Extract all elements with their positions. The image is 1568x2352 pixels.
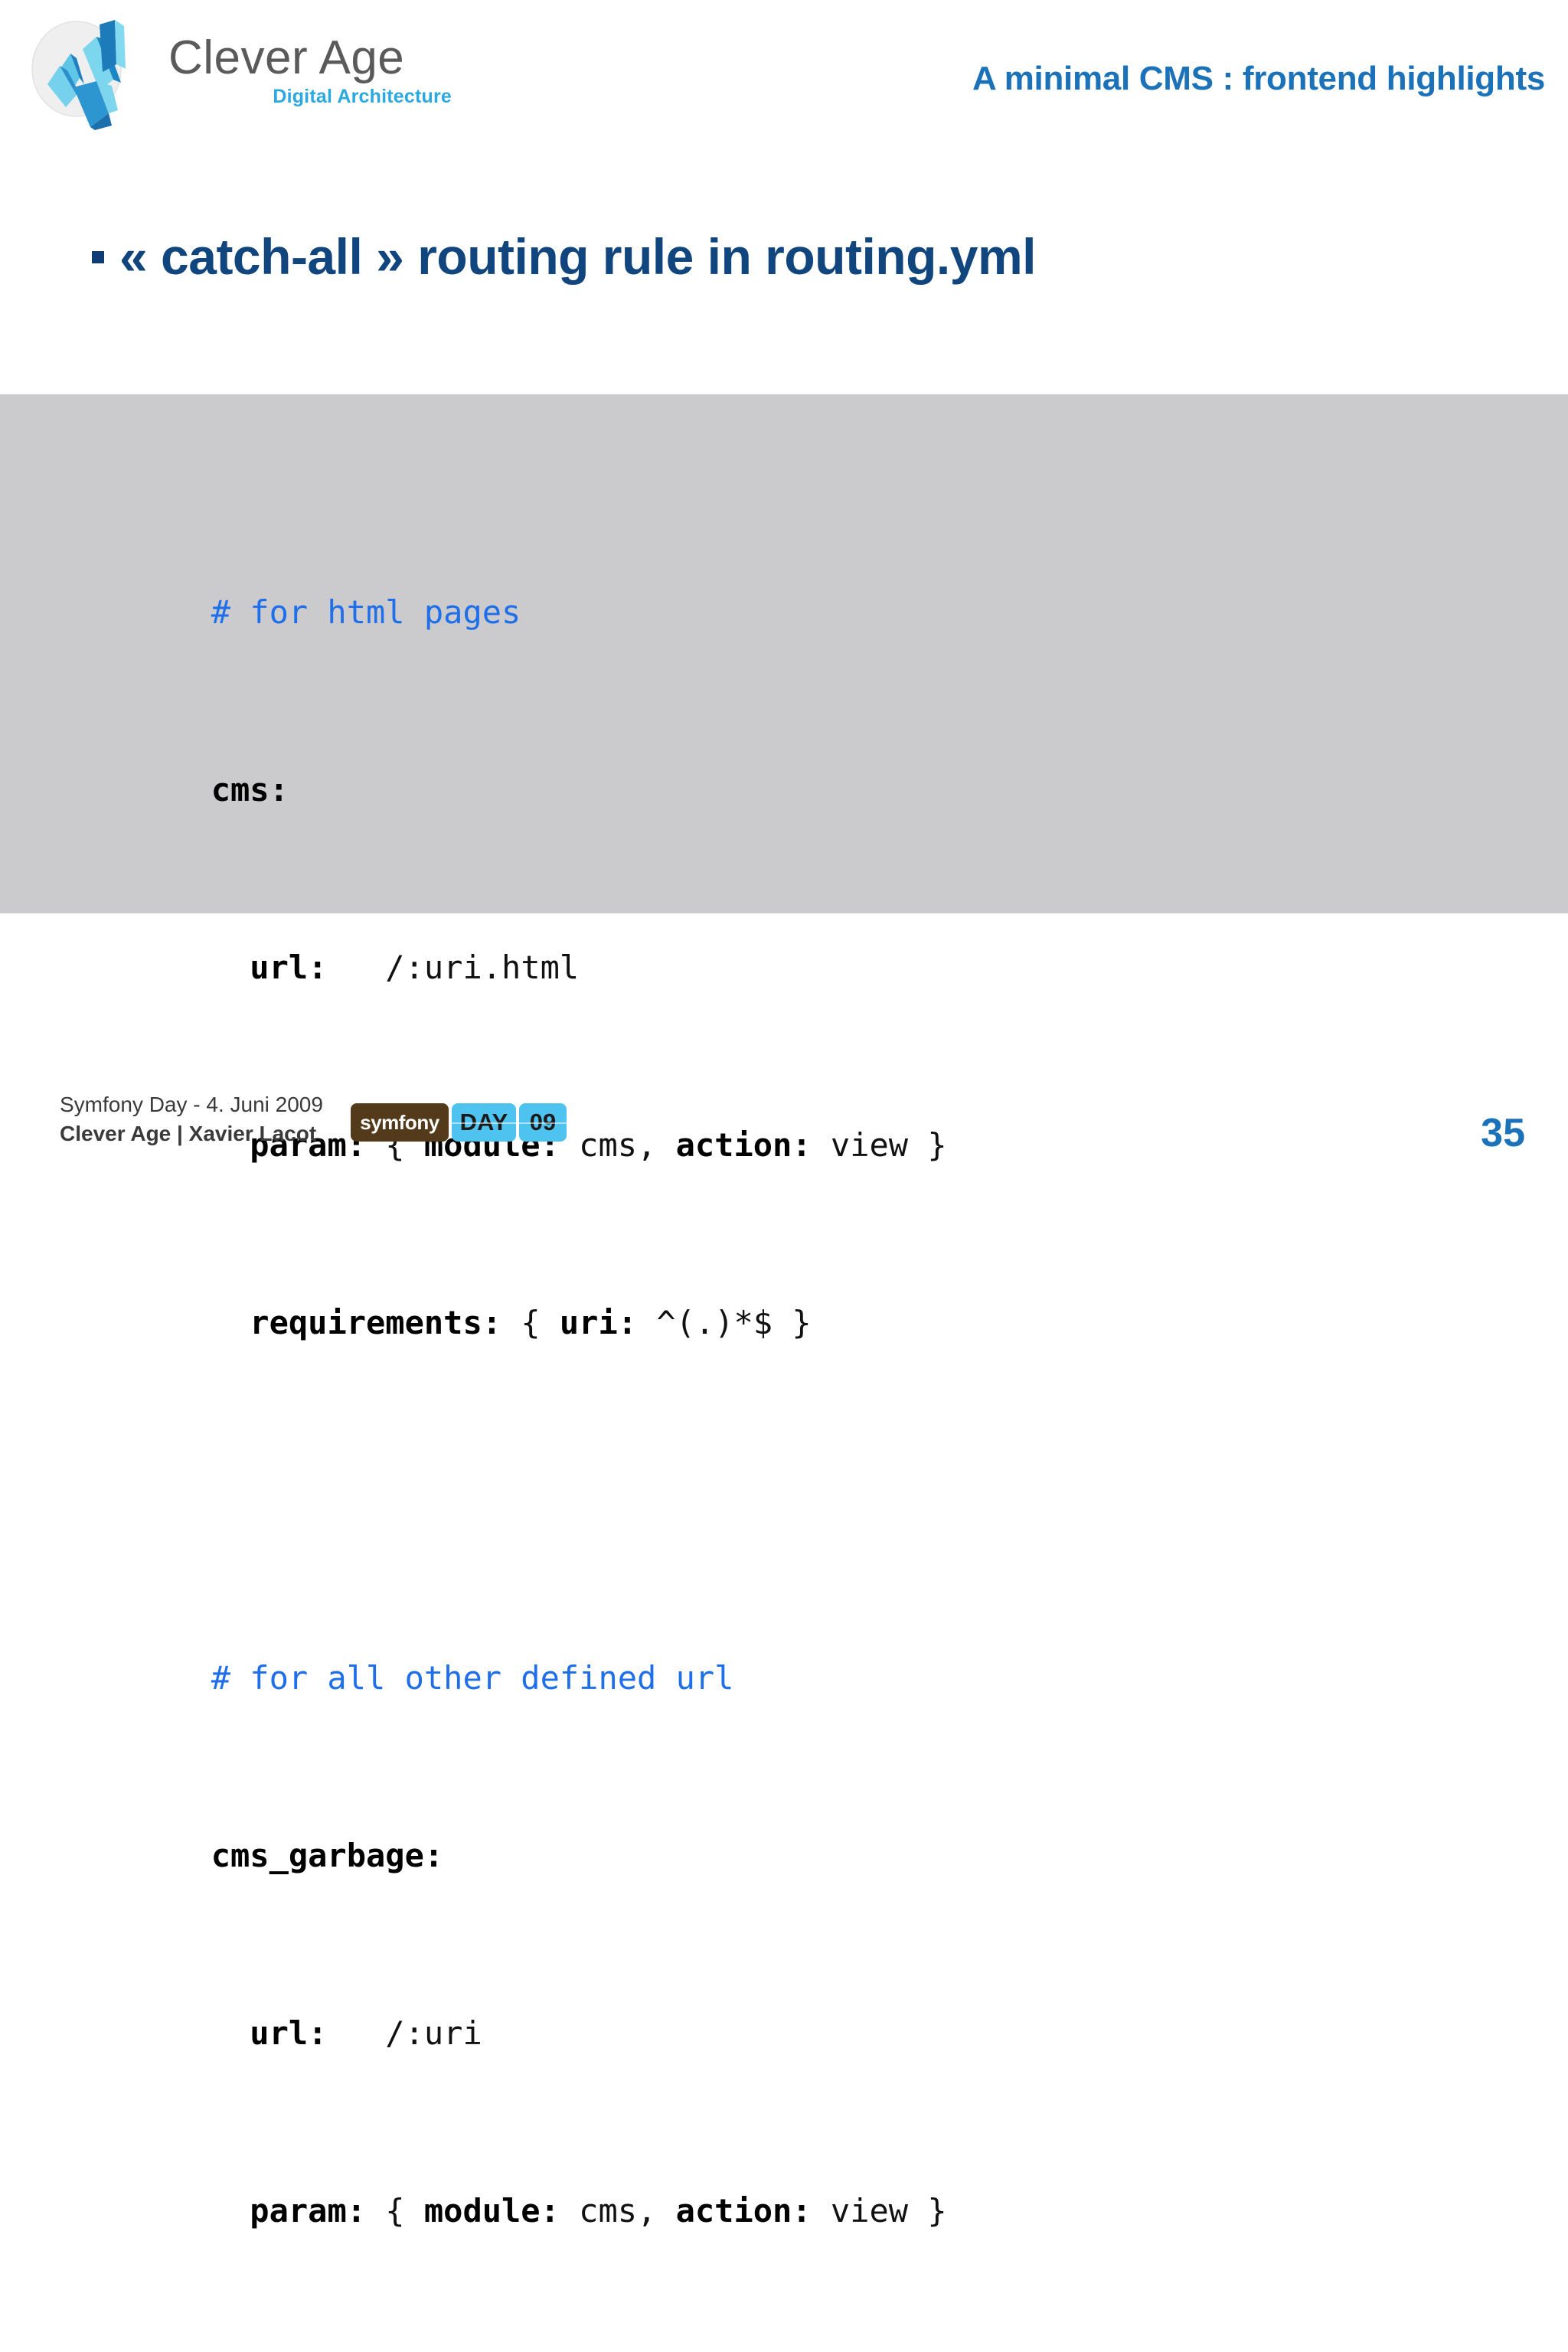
code-line: url: /:uri.html [95, 901, 947, 986]
code-key: param: [250, 1126, 367, 1164]
footer-author: Clever Age | Xavier Lacot [60, 1122, 317, 1145]
code-value: ^(.)*$ } [637, 1304, 812, 1341]
code-line: param: { module: cms, action: view } [95, 2145, 946, 2230]
code-blank-line [95, 1434, 947, 1478]
badge-symfony-tile: symfony [350, 1103, 449, 1142]
code-block: # for html pages cms: url: /:uri.html pa… [0, 394, 1568, 2230]
code-punct: { [501, 1304, 560, 1341]
code-line: cms_garbage: [95, 1789, 947, 1874]
code-indent [211, 1304, 250, 1341]
clever-age-crystal-logo-icon [26, 14, 139, 130]
code-comment: # for all other defined url [211, 1659, 734, 1697]
code-key: requirements: [250, 1304, 502, 1341]
slide-title: « catch-all » routing rule in routing.ym… [92, 228, 1037, 285]
flip-divider [518, 1122, 567, 1124]
slide-title-text: « catch-all » routing rule in routing.ym… [119, 228, 1037, 285]
code-indent [211, 2192, 250, 2230]
code-key: uri: [559, 1304, 638, 1341]
code-key: url: [250, 2014, 328, 2052]
badge-year-label: 09 [529, 1109, 557, 1135]
flip-divider [451, 1122, 516, 1124]
code-key: action: [675, 2192, 812, 2230]
slide-header-title: A minimal CMS : frontend highlights [972, 60, 1545, 97]
badge-symfony-label: symfony [360, 1110, 439, 1134]
code-value: /:uri [327, 2014, 482, 2052]
code-key: cms_garbage: [211, 1837, 444, 1874]
footer-text: Symfony Day - 4. Juni 2009 Clever Age | … [60, 1090, 323, 1148]
code-indent [211, 949, 250, 986]
code-line: # for all other defined url [95, 1612, 947, 1697]
code-indent [211, 2014, 250, 2052]
brand-name: Clever Age [168, 31, 405, 84]
page-number: 35 [1481, 1111, 1525, 1155]
code-line: requirements: { uri: ^(.)*$ } [95, 2322, 947, 2352]
code-line: # for html pages [95, 546, 947, 631]
code-key: module: [423, 2192, 560, 2230]
code-key: cms: [211, 771, 289, 808]
code-line: cms: [95, 724, 947, 808]
badge-day-tile: DAY [451, 1103, 516, 1142]
code-key: url: [250, 949, 328, 986]
badge-year-tile: 09 [518, 1103, 567, 1142]
code-value: cms, [559, 1126, 676, 1164]
slide-footer: Symfony Day - 4. Juni 2009 Clever Age | … [60, 1090, 570, 1148]
code-value: view } [811, 1126, 947, 1164]
symfony-day-09-badge-icon: symfony DAY 09 [350, 1103, 570, 1142]
code-punct: { [366, 2192, 424, 2230]
code-value: /:uri.html [327, 949, 580, 986]
footer-event: Symfony Day - 4. Juni 2009 [60, 1093, 323, 1116]
brand-wordmark: Clever Age Digital Architecture [168, 31, 452, 108]
badge-day-label: DAY [459, 1109, 508, 1135]
code-comment: # for html pages [211, 593, 521, 631]
brand-logo: Clever Age Digital Architecture [26, 14, 455, 144]
square-bullet-icon [92, 251, 104, 263]
brand-tagline: Digital Architecture [273, 86, 452, 107]
code-key: action: [675, 1126, 812, 1164]
code-key: param: [250, 2192, 367, 2230]
code-value: cms, [559, 2192, 676, 2230]
code-line: url: /:uri [95, 1967, 947, 2052]
code-value: view } [811, 2192, 947, 2230]
code-content: # for html pages cms: url: /:uri.html pa… [95, 413, 947, 2352]
code-line: requirements: { uri: ^(.)*$ } [95, 1256, 947, 1341]
